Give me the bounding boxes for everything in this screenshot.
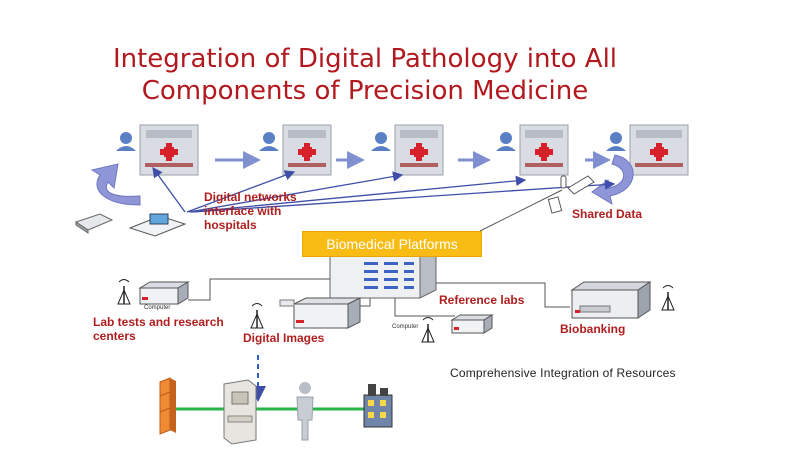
label-shared-data: Shared Data (572, 207, 643, 221)
hospital-5 (606, 124, 689, 176)
label-computer-reference: Computer (392, 324, 419, 330)
network-link (190, 175, 527, 213)
cable (188, 278, 330, 301)
label-computer-lab: Computer (144, 305, 171, 311)
doctor-avatar-icon (116, 132, 136, 151)
label-reference-labs: Reference labs (439, 293, 525, 307)
doctor-avatar-icon (371, 132, 391, 151)
network-link (188, 171, 404, 213)
firewall-icon (159, 377, 176, 435)
antenna-icon (117, 279, 131, 305)
antenna-icon (250, 303, 264, 329)
biomedical-platforms-box: Biomedical Platforms (302, 231, 482, 257)
cable (394, 298, 455, 317)
cable (436, 282, 570, 308)
scanner-icon (250, 297, 361, 329)
lab-computer-icon (117, 279, 190, 305)
hospital-chain (116, 124, 689, 176)
network-link (192, 179, 616, 213)
network-links (152, 166, 616, 213)
antenna-icon (661, 285, 675, 311)
doctor-avatar-icon (496, 132, 516, 151)
hospital-4 (496, 124, 569, 176)
tablet-icon (547, 196, 563, 214)
phone-icon (567, 175, 595, 195)
building-icon (363, 384, 393, 428)
hospital-3 (371, 124, 444, 176)
page-title-line-1: Integration of Digital Pathology into Al… (112, 44, 618, 74)
label-interface-with: interface with (204, 204, 282, 218)
label-lab-tests-line-1: Lab tests and research (93, 315, 224, 329)
cables (188, 278, 570, 317)
network-link (152, 166, 186, 213)
page-title-line-2: Components of Precision Medicine (141, 76, 589, 106)
doctor-avatar-icon (606, 132, 626, 151)
label-digital-networks: Digital networks (204, 190, 297, 204)
reference-lab-computer-icon (421, 314, 494, 343)
curved-arrow-left-icon (90, 163, 141, 206)
doctor-avatar-icon (259, 132, 279, 151)
platform-to-network-line (479, 189, 563, 232)
curved-arrow-right-icon (591, 154, 634, 206)
label-biobanking: Biobanking (560, 322, 626, 336)
person-icon (296, 382, 314, 441)
caption-comprehensive-integration: Comprehensive Integration of Resources (450, 366, 676, 380)
label-digital-images: Digital Images (243, 331, 325, 345)
slide-scanner-kiosk-icon (223, 379, 257, 445)
network-link (186, 170, 296, 213)
label-lab-tests-line-2: centers (93, 329, 136, 343)
antenna-icon (421, 317, 435, 343)
hospital-2 (259, 124, 332, 176)
workstation-left (74, 213, 187, 237)
hospital-1 (116, 124, 199, 176)
biobank-equipment-icon (570, 281, 675, 319)
mobile-devices (547, 175, 595, 214)
usb-icon (560, 175, 567, 189)
label-hospitals: hospitals (204, 218, 257, 232)
